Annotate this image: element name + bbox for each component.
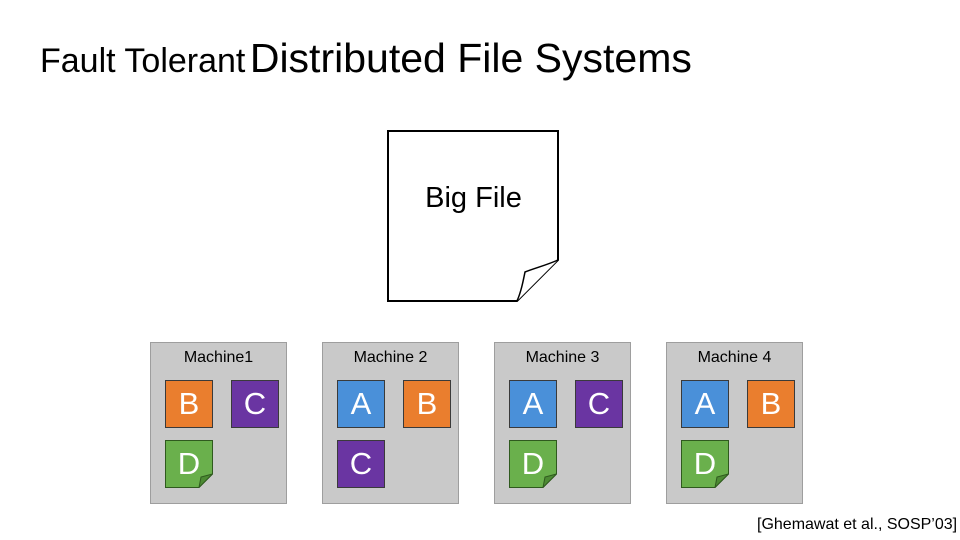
machine-label: Machine 3 [525, 349, 600, 366]
machine-1: Machine1 B C D [150, 342, 287, 504]
big-file-document: Big File [387, 130, 560, 303]
machine-4: Machine 4 A B D [666, 342, 803, 504]
citation-reference: [Ghemawat et al., SOSP’03] [757, 516, 958, 533]
chunk-block: B [747, 380, 795, 428]
chunk-block: A [509, 380, 557, 428]
chunk-block: D [165, 440, 213, 488]
machine-label: Machine 2 [353, 349, 428, 366]
chunk-block: C [337, 440, 385, 488]
title-part-2: Distributed File Systems [249, 35, 692, 81]
chunk-block: C [231, 380, 279, 428]
chunk-block: D [509, 440, 557, 488]
machine-label: Machine1 [183, 349, 254, 366]
chunk-letter: D [521, 446, 545, 481]
chunk-letter: D [693, 446, 717, 481]
folded-document-icon [681, 440, 729, 488]
title-part-1: Fault Tolerant [40, 42, 246, 80]
document-icon [387, 130, 559, 302]
chunk-block: D [681, 440, 729, 488]
chunk-block: A [681, 380, 729, 428]
folded-document-icon [509, 440, 557, 488]
machine-label: Machine 4 [697, 349, 772, 366]
chunk-block: A [337, 380, 385, 428]
chunk-block: B [165, 380, 213, 428]
folded-document-icon [165, 440, 213, 488]
chunk-block: B [403, 380, 451, 428]
chunk-block: C [575, 380, 623, 428]
chunk-letter: D [177, 446, 201, 481]
machine-2: Machine 2 A B C [322, 342, 459, 504]
big-file-label: Big File [425, 182, 522, 214]
slide-title: Fault Tolerant Distributed File Systems [40, 38, 692, 79]
machine-3: Machine 3 A C D [494, 342, 631, 504]
